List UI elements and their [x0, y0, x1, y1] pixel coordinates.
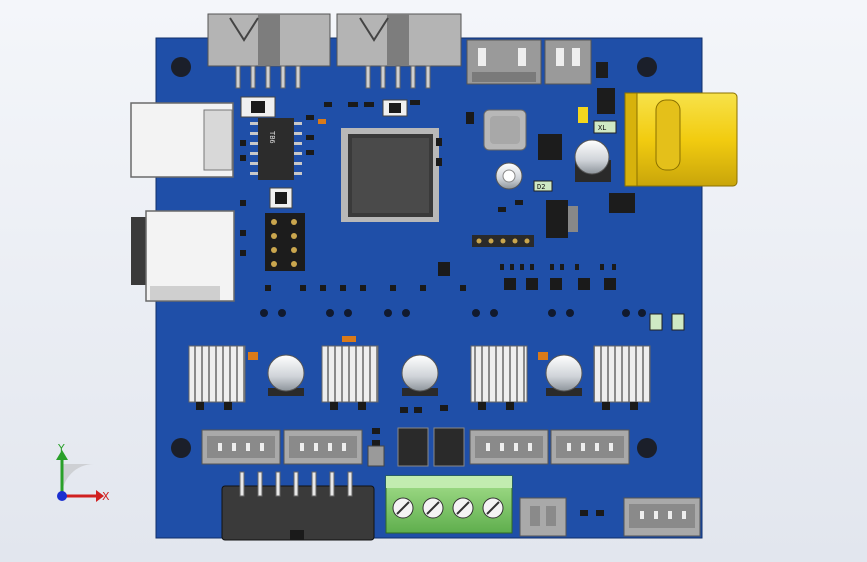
- axis-y-label: Y: [57, 442, 65, 455]
- fan-connector-2[interactable]: [544, 39, 592, 85]
- endstop-connector[interactable]: [519, 497, 567, 537]
- electrolytic-cap-small: [495, 162, 523, 190]
- driver-ic[interactable]: TB6: [250, 118, 302, 180]
- power-terminal-block[interactable]: [385, 475, 513, 534]
- crystal: XL: [593, 120, 617, 134]
- stepper-driver-3[interactable]: [470, 345, 528, 410]
- stepper-driver-4[interactable]: [593, 345, 651, 410]
- status-leds: [649, 313, 685, 331]
- voltage-regulator: [538, 62, 635, 238]
- orientation-triad: Y X: [56, 442, 110, 503]
- mosfets: [367, 427, 465, 467]
- motor-connector-e[interactable]: [550, 429, 630, 465]
- inductor: [483, 109, 527, 151]
- driver-caps: [248, 352, 583, 396]
- rj45-connector[interactable]: [131, 210, 235, 302]
- stepper-driver-2[interactable]: [321, 345, 379, 410]
- mounting-hole-bl: [171, 438, 191, 458]
- axis-x-label: X: [102, 490, 110, 503]
- mounting-holes: [171, 57, 657, 458]
- box-header-right[interactable]: [336, 13, 462, 89]
- motor-connector-x[interactable]: [201, 429, 281, 465]
- mcu-chip[interactable]: [341, 128, 439, 222]
- electrolytic-cap-large: [574, 139, 611, 182]
- usb-b-connector[interactable]: [130, 102, 234, 178]
- box-header-left[interactable]: [207, 13, 331, 89]
- mounting-hole-br: [637, 438, 657, 458]
- led-d2: D2: [533, 180, 553, 192]
- led-d2-label: D2: [537, 183, 545, 191]
- lcd-idc-connector[interactable]: [221, 471, 375, 541]
- smd-components: [240, 96, 616, 446]
- jumper-header[interactable]: [265, 213, 305, 271]
- stepper-driver-1[interactable]: [188, 345, 246, 410]
- mounting-hole-tl: [171, 57, 191, 77]
- motor-connector-z[interactable]: [469, 429, 549, 465]
- dc-power-jack[interactable]: [624, 92, 738, 187]
- fan-connector-1[interactable]: [466, 39, 542, 85]
- smd-bottom: [580, 510, 604, 516]
- crystal-label: XL: [598, 124, 606, 132]
- driver-ic-label: TB6: [268, 131, 276, 144]
- motor-connector-y[interactable]: [283, 429, 363, 465]
- uart-header[interactable]: [472, 235, 534, 247]
- mounting-hole-tr: [637, 57, 657, 77]
- aux-connector[interactable]: [623, 497, 701, 537]
- via-row: [260, 309, 646, 317]
